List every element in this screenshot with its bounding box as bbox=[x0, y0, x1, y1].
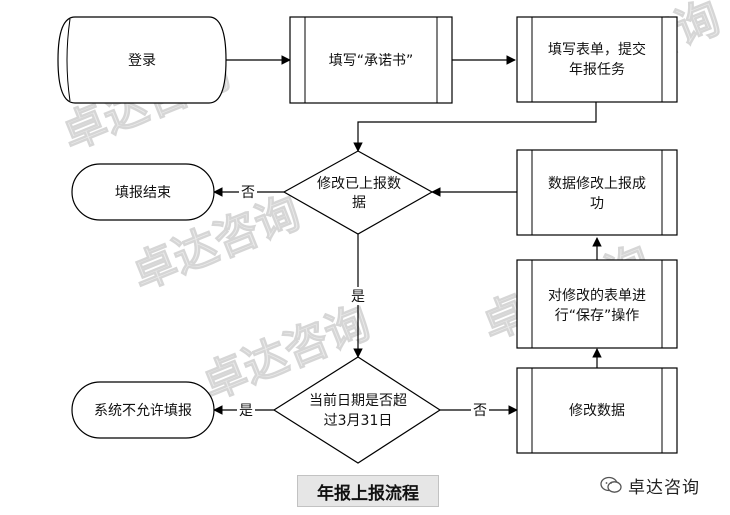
node-date-decision-label-line2: 过3月31日 bbox=[324, 413, 393, 429]
edge-label-no: 否 bbox=[241, 185, 255, 201]
node-submit-form-label-line2: 年报任务 bbox=[569, 62, 625, 78]
process-box bbox=[516, 367, 678, 454]
node-submit-form: 填写表单，提交 年报任务 bbox=[516, 16, 678, 103]
process-box bbox=[516, 16, 678, 103]
brand-mark: 卓达咨询 bbox=[600, 474, 700, 498]
node-modify-data-label: 修改数据 bbox=[569, 403, 625, 419]
node-modify-success-label-line2: 功 bbox=[590, 196, 604, 212]
node-save-form-label-line1: 对修改的表单进 bbox=[548, 288, 646, 304]
edge-submit-to-decision bbox=[353, 102, 597, 152]
terminator-inner-line bbox=[66, 18, 71, 102]
terminator-shape bbox=[57, 16, 227, 104]
edge-label-bg bbox=[471, 401, 489, 419]
edge-label-yes: 是 bbox=[351, 289, 365, 305]
edge-label-bg bbox=[237, 401, 255, 419]
node-save-form: 对修改的表单进 行“保存”操作 bbox=[516, 259, 678, 349]
node-fill-end: 填报结束 bbox=[71, 163, 215, 221]
node-date-decision-label-line1: 当前日期是否超 bbox=[309, 392, 407, 409]
terminator-shape bbox=[71, 381, 215, 439]
brand-name: 卓达咨询 bbox=[628, 477, 700, 498]
node-modify-decision-label-line1: 修改已上报数 bbox=[317, 176, 401, 192]
node-modify-decision: 修改已上报数 据 bbox=[282, 150, 434, 235]
node-fill-pledge: 填写“承诺书” bbox=[289, 16, 453, 104]
node-not-allowed: 系统不允许填报 bbox=[71, 381, 215, 439]
edge-label-bg bbox=[349, 287, 367, 305]
node-login: 登录 bbox=[57, 16, 227, 104]
node-fill-pledge-label: 填写“承诺书” bbox=[329, 53, 414, 69]
node-save-form-label-line2: 行“保存”操作 bbox=[555, 308, 640, 324]
diagram-caption: 年报上报流程 bbox=[297, 475, 439, 507]
process-box bbox=[289, 16, 453, 104]
process-box bbox=[516, 259, 678, 349]
node-not-allowed-label: 系统不允许填报 bbox=[94, 403, 192, 419]
decision-diamond bbox=[282, 150, 434, 235]
node-submit-form-label-line1: 填写表单，提交 bbox=[548, 41, 646, 58]
wechat-icon bbox=[600, 476, 622, 493]
decision-diamond bbox=[272, 356, 442, 464]
node-modify-success: 数据修改上报成 功 bbox=[516, 149, 678, 236]
node-login-label: 登录 bbox=[128, 53, 156, 69]
node-modify-decision-label-line2: 据 bbox=[352, 195, 366, 211]
node-modify-data: 修改数据 bbox=[516, 367, 678, 454]
node-date-decision: 当前日期是否超 过3月31日 bbox=[272, 356, 442, 464]
terminator-shape bbox=[71, 163, 215, 221]
edge-label-yes: 是 bbox=[239, 403, 253, 419]
edge-labels: 否 是 是 否 bbox=[237, 183, 489, 419]
edge-label-bg bbox=[239, 183, 257, 201]
node-modify-success-label-line1: 数据修改上报成 bbox=[548, 176, 646, 192]
node-fill-end-label: 填报结束 bbox=[115, 185, 171, 201]
process-box bbox=[516, 149, 678, 236]
edge-label-no: 否 bbox=[473, 403, 487, 419]
